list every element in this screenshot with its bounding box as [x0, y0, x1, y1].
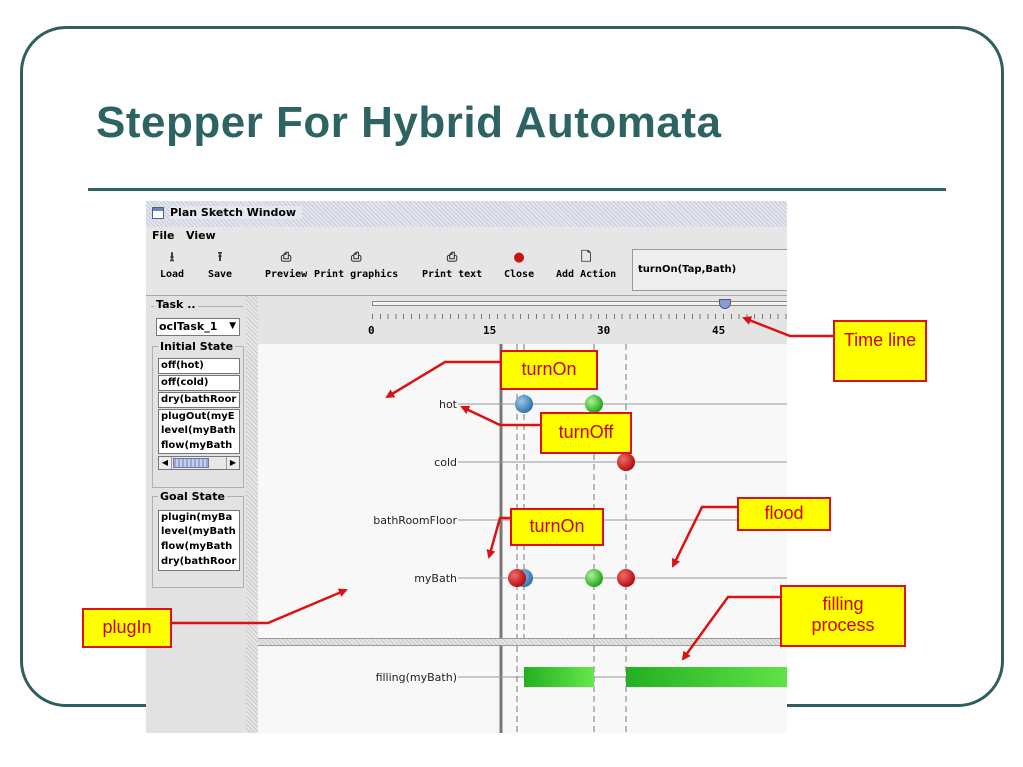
window-title: Plan Sketch Window: [170, 206, 303, 219]
goal-state-item[interactable]: plugin(myBa: [158, 510, 240, 525]
initial-state-item[interactable]: flow(myBath: [158, 439, 240, 454]
load-icon: ⭳: [169, 250, 175, 265]
callout-timeline-text: Time line: [843, 330, 917, 350]
process-plot-graphics: [458, 646, 787, 733]
callout-turnon-top: turnOn: [500, 350, 598, 390]
preview-label: Preview: [265, 269, 308, 280]
arrow-flood: [671, 505, 737, 568]
event-cold[interactable]: [617, 453, 635, 471]
close-label: Close: [504, 269, 535, 280]
slide-title: Stepper For Hybrid Automata: [96, 98, 722, 147]
event-turnon-mybath[interactable]: [617, 569, 635, 587]
filling-bar[interactable]: [524, 667, 594, 687]
add-action-icon: 🗋: [580, 250, 592, 265]
load-button[interactable]: ⭳ Load: [160, 250, 185, 281]
event-mybath-green[interactable]: [585, 569, 603, 587]
tick-label: 45: [712, 324, 726, 337]
window-icon: [152, 207, 164, 219]
event-guides: [516, 344, 627, 638]
menu-view[interactable]: View: [186, 229, 216, 242]
arrow-turnoff: [460, 405, 540, 427]
timeline-slider-thumb[interactable]: [718, 299, 731, 309]
callout-turnon-mid: turnOn: [510, 508, 604, 546]
timeline-slider-track[interactable]: [372, 301, 787, 306]
window-titlebar[interactable]: Plan Sketch Window: [146, 201, 787, 227]
arrow-turnon-top: [385, 360, 500, 399]
arrow-timeline: [742, 316, 833, 338]
arrow-turnon-mid: [486, 516, 510, 559]
goal-state-label: Goal State: [158, 490, 227, 503]
chevron-down-icon: ▼: [229, 321, 236, 331]
save-label: Save: [208, 269, 233, 280]
row-label-cold: cold: [434, 456, 457, 469]
current-action-text: turnOn(Tap,Bath): [638, 264, 737, 275]
scroll-left-icon[interactable]: ◀: [159, 457, 172, 469]
tick-label: 30: [597, 324, 611, 337]
event-turnon-hot[interactable]: [515, 395, 533, 413]
load-label: Load: [160, 269, 185, 280]
current-action-field[interactable]: turnOn(Tap,Bath): [632, 249, 787, 291]
horizontal-splitter[interactable]: [258, 638, 787, 646]
initial-state-item[interactable]: plugOut(myE: [158, 409, 240, 424]
task-select[interactable]: oclTask_1 ▼: [156, 318, 240, 336]
callout-turnoff: turnOff: [540, 412, 632, 454]
menu-bar: File View: [146, 227, 787, 245]
initial-state-item[interactable]: level(myBath: [158, 424, 240, 439]
scroll-thumb[interactable]: [173, 458, 209, 468]
row-label-bathroomfloor: bathRoomFloor: [373, 514, 457, 527]
arrow-filling: [681, 595, 780, 661]
event-turnoff-hot[interactable]: [585, 395, 603, 413]
process-guides: [516, 646, 627, 733]
state-plot-graphics: [458, 344, 787, 638]
print-text-label: Print text: [422, 269, 483, 280]
preview-printer-icon: ⎙: [280, 250, 292, 265]
preview-button[interactable]: ⎙ Preview: [265, 250, 308, 281]
callout-flood: flood: [737, 497, 831, 531]
filling-bar[interactable]: [626, 667, 787, 687]
timeline: 0 15 30 45: [258, 296, 787, 345]
task-group-label: Task ..: [154, 298, 198, 311]
print-text-icon: ⎙: [446, 250, 458, 265]
row-label-mybath: myBath: [414, 572, 457, 585]
close-button[interactable]: ● Close: [504, 250, 535, 281]
print-graphics-label: Print graphics: [314, 269, 399, 280]
left-panel: Task .. oclTask_1 ▼ Initial State off(hot…: [146, 296, 246, 733]
tick-label: 15: [483, 324, 497, 337]
save-icon: ⭱: [217, 250, 223, 265]
initial-state-item[interactable]: dry(bathRoor: [158, 392, 240, 408]
initial-state-scrollbar[interactable]: ◀ ▶: [158, 456, 240, 470]
timeline-ticks: [372, 314, 787, 319]
toolbar: ⭳ Load ⭱ Save ⎙ Preview ⎙ Print graphics ⎙ Pr…: [146, 245, 787, 296]
title-divider: [88, 188, 946, 191]
arrow-plugin: [170, 588, 348, 625]
callout-filling: filling process: [780, 585, 906, 647]
close-red-dot-icon: ●: [513, 250, 525, 265]
goal-state-item[interactable]: dry(bathRoor: [158, 555, 240, 571]
row-label-hot: hot: [438, 398, 457, 411]
add-action-label: Add Action: [556, 269, 617, 280]
print-graphics-button[interactable]: ⎙ Print graphics: [314, 250, 399, 281]
save-button[interactable]: ⭱ Save: [208, 250, 233, 281]
task-select-value: oclTask_1: [159, 320, 218, 333]
process-plot: filling(myBath): [258, 646, 787, 733]
initial-state-item[interactable]: off(hot): [158, 358, 240, 374]
goal-state-item[interactable]: level(myBath: [158, 525, 240, 540]
print-text-button[interactable]: ⎙ Print text: [422, 250, 483, 281]
goal-state-item[interactable]: flow(myBath: [158, 540, 240, 555]
callout-timeline: Time line: [833, 320, 927, 382]
row-label-filling: filling(myBath): [375, 671, 457, 684]
menu-file[interactable]: File: [152, 229, 175, 242]
tick-label: 0: [368, 324, 375, 337]
scroll-right-icon[interactable]: ▶: [226, 457, 239, 469]
initial-state-item[interactable]: off(cold): [158, 375, 240, 391]
event-plugin-mybath[interactable]: [508, 569, 526, 587]
callout-plugin: plugIn: [82, 608, 172, 648]
initial-state-label: Initial State: [158, 340, 236, 353]
print-graphics-icon: ⎙: [350, 250, 362, 265]
add-action-button[interactable]: 🗋 Add Action: [556, 250, 617, 281]
